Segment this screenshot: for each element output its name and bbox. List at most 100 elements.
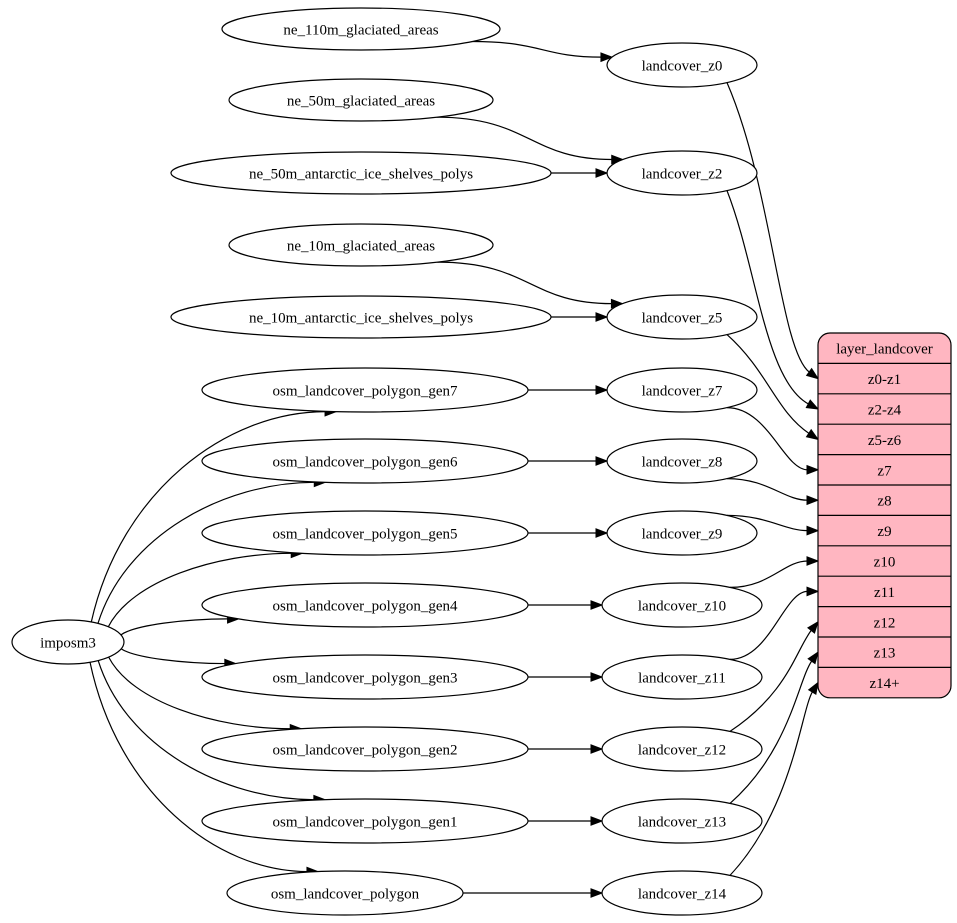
edge-path — [726, 82, 810, 373]
node-ellipse — [601, 798, 763, 844]
record-row-z0-z1[interactable]: z0-z1 — [868, 372, 901, 388]
node-label: osm_landcover_polygon_gen2 — [273, 743, 458, 759]
record-row-label: z2-z4 — [868, 403, 902, 419]
node-osm-gen4[interactable]: osm_landcover_polygon_gen4 — [201, 582, 529, 628]
node-landcover-lz8[interactable]: landcover_z8 — [606, 438, 758, 484]
node-label: ne_50m_antarctic_ice_shelves_polys — [249, 167, 473, 183]
edge-lz2-to-row-z2-z4 — [726, 190, 820, 410]
edge-imposm3-to-gen3 — [120, 648, 238, 669]
node-ne-ne110[interactable]: ne_110m_glaciated_areas — [221, 7, 501, 51]
record-row-label: z11 — [874, 585, 895, 601]
edge-lz13-to-row-z13 — [729, 651, 819, 804]
node-osm-gen5[interactable]: osm_landcover_polygon_gen5 — [201, 510, 529, 556]
edge-gen0-to-lz14 — [462, 888, 604, 898]
node-ellipse — [201, 582, 529, 628]
node-label: landcover_z7 — [642, 384, 723, 400]
edge-lz14-to-row-z14- — [729, 681, 819, 876]
edge-arrowhead — [600, 52, 614, 63]
record-row-label: z13 — [874, 646, 896, 662]
node-ellipse — [201, 726, 529, 772]
node-label: landcover_z9 — [642, 527, 723, 543]
node-ellipse — [170, 151, 552, 195]
edge-lz11-to-row-z11 — [729, 586, 820, 660]
record-row-label: z12 — [874, 615, 896, 631]
node-label: osm_landcover_polygon_gen7 — [273, 384, 458, 400]
edge-arrowhead — [807, 620, 819, 634]
record-row-z8[interactable]: z8 — [877, 494, 891, 510]
record-row-label: z14+ — [869, 676, 899, 692]
node-ellipse — [226, 870, 464, 916]
node-landcover-lz11[interactable]: landcover_z11 — [601, 654, 763, 700]
edge-ne110-to-lz0 — [472, 40, 614, 63]
node-ellipse — [606, 150, 758, 196]
node-ellipse — [606, 438, 758, 484]
record-row-label: z8 — [877, 494, 891, 510]
edge-path — [97, 660, 315, 801]
edge-path — [729, 560, 808, 588]
node-osm-gen0[interactable]: osm_landcover_polygon — [226, 870, 464, 916]
edge-arrowhead — [806, 464, 820, 475]
edge-layer — [89, 40, 820, 898]
node-osm-gen1[interactable]: osm_landcover_polygon_gen1 — [201, 798, 529, 844]
node-label: osm_landcover_polygon — [271, 887, 420, 903]
node-osm-gen7[interactable]: osm_landcover_polygon_gen7 — [201, 367, 529, 413]
edge-path — [726, 514, 808, 532]
record-row-z14-[interactable]: z14+ — [869, 676, 899, 692]
node-ellipse — [606, 367, 758, 413]
record-row-z10[interactable]: z10 — [874, 555, 896, 571]
edge-path — [729, 660, 813, 804]
record-row-z2-z4[interactable]: z2-z4 — [868, 403, 902, 419]
node-ellipse — [601, 726, 763, 772]
edge-lz10-to-row-z10 — [729, 556, 820, 588]
node-ne-ne10g[interactable]: ne_10m_glaciated_areas — [228, 223, 494, 267]
node-ellipse — [606, 510, 758, 556]
node-landcover-lz9[interactable]: landcover_z9 — [606, 510, 758, 556]
edge-arrowhead — [595, 528, 609, 538]
node-source-imposm3[interactable]: imposm3 — [11, 619, 125, 665]
record-row-z12[interactable]: z12 — [874, 615, 896, 631]
edge-arrowhead — [590, 888, 604, 898]
node-ellipse — [606, 42, 758, 88]
record-row-z7[interactable]: z7 — [877, 463, 892, 479]
node-osm-gen6[interactable]: osm_landcover_polygon_gen6 — [201, 438, 529, 484]
node-label: ne_10m_glaciated_areas — [287, 239, 435, 255]
record-layer: layer_landcover z0-z1 z2-z4 z5-z6 z7 z8 z9 z10 z… — [817, 332, 952, 699]
record-row-z11[interactable]: z11 — [874, 585, 895, 601]
edge-ne50a-to-lz2 — [551, 168, 609, 178]
node-landcover-lz14[interactable]: landcover_z14 — [601, 870, 763, 916]
node-landcover-lz0[interactable]: landcover_z0 — [606, 42, 758, 88]
edge-arrowhead — [595, 312, 609, 322]
node-landcover-lz12[interactable]: landcover_z12 — [601, 726, 763, 772]
node-ne-ne50g[interactable]: ne_50m_glaciated_areas — [228, 78, 494, 122]
node-landcover-lz5[interactable]: landcover_z5 — [606, 294, 758, 340]
record-row-z13[interactable]: z13 — [874, 646, 896, 662]
node-ellipse — [201, 654, 529, 700]
edge-path — [472, 40, 602, 58]
node-label: osm_landcover_polygon_gen1 — [273, 815, 458, 831]
node-ne-ne10a[interactable]: ne_10m_antarctic_ice_shelves_polys — [170, 295, 552, 339]
node-osm-gen2[interactable]: osm_landcover_polygon_gen2 — [201, 726, 529, 772]
record-node-layer-landcover[interactable]: layer_landcover z0-z1 z2-z4 z5-z6 z7 z8 z9 z10 z… — [817, 332, 952, 699]
node-ne-ne50a[interactable]: ne_50m_antarctic_ice_shelves_polys — [170, 151, 552, 195]
node-landcover-lz13[interactable]: landcover_z13 — [601, 798, 763, 844]
node-osm-gen3[interactable]: osm_landcover_polygon_gen3 — [201, 654, 529, 700]
record-header-label: layer_landcover — [836, 342, 933, 358]
node-label: osm_landcover_polygon_gen4 — [273, 599, 458, 615]
node-label: landcover_z0 — [642, 59, 723, 75]
edge-arrowhead — [806, 525, 820, 536]
node-landcover-lz7[interactable]: landcover_z7 — [606, 367, 758, 413]
node-landcover-lz10[interactable]: landcover_z10 — [601, 582, 763, 628]
edge-arrowhead — [805, 428, 820, 441]
node-ellipse — [606, 294, 758, 340]
node-label: landcover_z2 — [642, 167, 723, 183]
record-row-z9[interactable]: z9 — [877, 524, 891, 540]
node-landcover-lz2[interactable]: landcover_z2 — [606, 150, 758, 196]
edge-ne10a-to-lz5 — [551, 312, 609, 322]
node-label: landcover_z11 — [638, 671, 726, 687]
record-row-label: z0-z1 — [868, 372, 901, 388]
record-row-z5-z6[interactable]: z5-z6 — [868, 433, 902, 449]
node-label: landcover_z10 — [638, 599, 726, 615]
edge-path — [90, 411, 326, 623]
node-ellipse — [11, 619, 125, 665]
